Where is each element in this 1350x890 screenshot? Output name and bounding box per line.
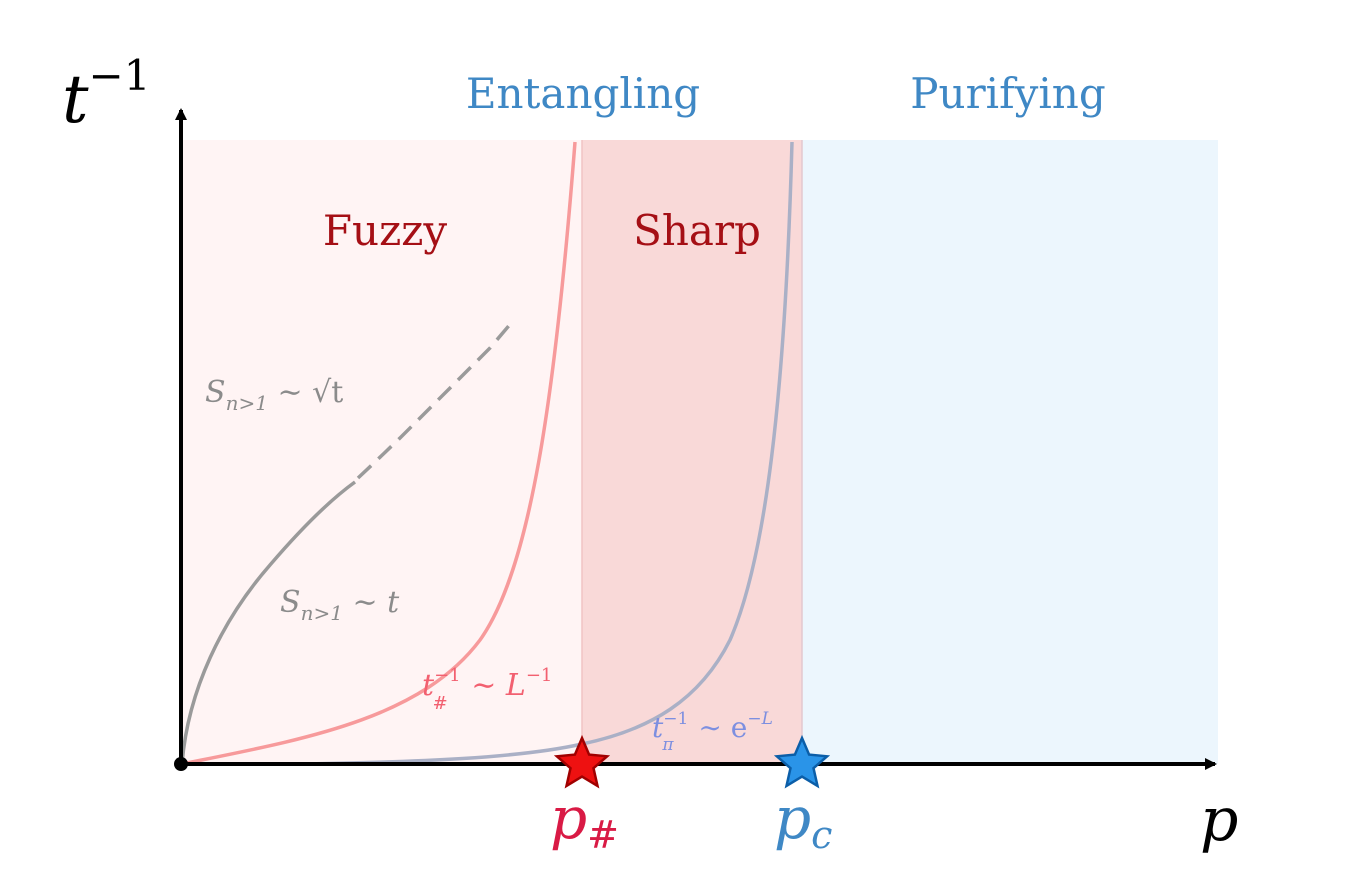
purifying-label: Purifying — [910, 69, 1105, 118]
t-hash-curve — [181, 141, 577, 766]
s-sqrt-annotation: Sn>1 ∼ √t — [205, 375, 343, 415]
fuzzy-region — [182, 140, 582, 764]
origin-dot — [174, 757, 188, 771]
sharp-region — [582, 140, 802, 764]
s-linear-annotation: Sn>1 ∼ t — [280, 585, 400, 625]
s-sqrt-dashed-curve — [356, 320, 514, 480]
p-hash-label: p# — [550, 784, 619, 857]
p-c-label: pc — [774, 784, 832, 857]
x-axis-label: p — [1200, 785, 1238, 855]
t-pi-curve — [299, 141, 794, 766]
s-linear-curve — [180, 480, 357, 765]
fuzzy-label: Fuzzy — [323, 206, 447, 255]
entangling-label: Entangling — [466, 69, 700, 118]
purifying-region — [802, 140, 1218, 764]
sharp-label: Sharp — [633, 206, 761, 255]
y-axis-label: t−1 — [62, 51, 150, 138]
p-hash-star-icon — [553, 734, 611, 789]
p-c-star-icon — [773, 734, 831, 789]
t-hash-annotation: t−1# ∼ L−1 — [422, 665, 552, 714]
